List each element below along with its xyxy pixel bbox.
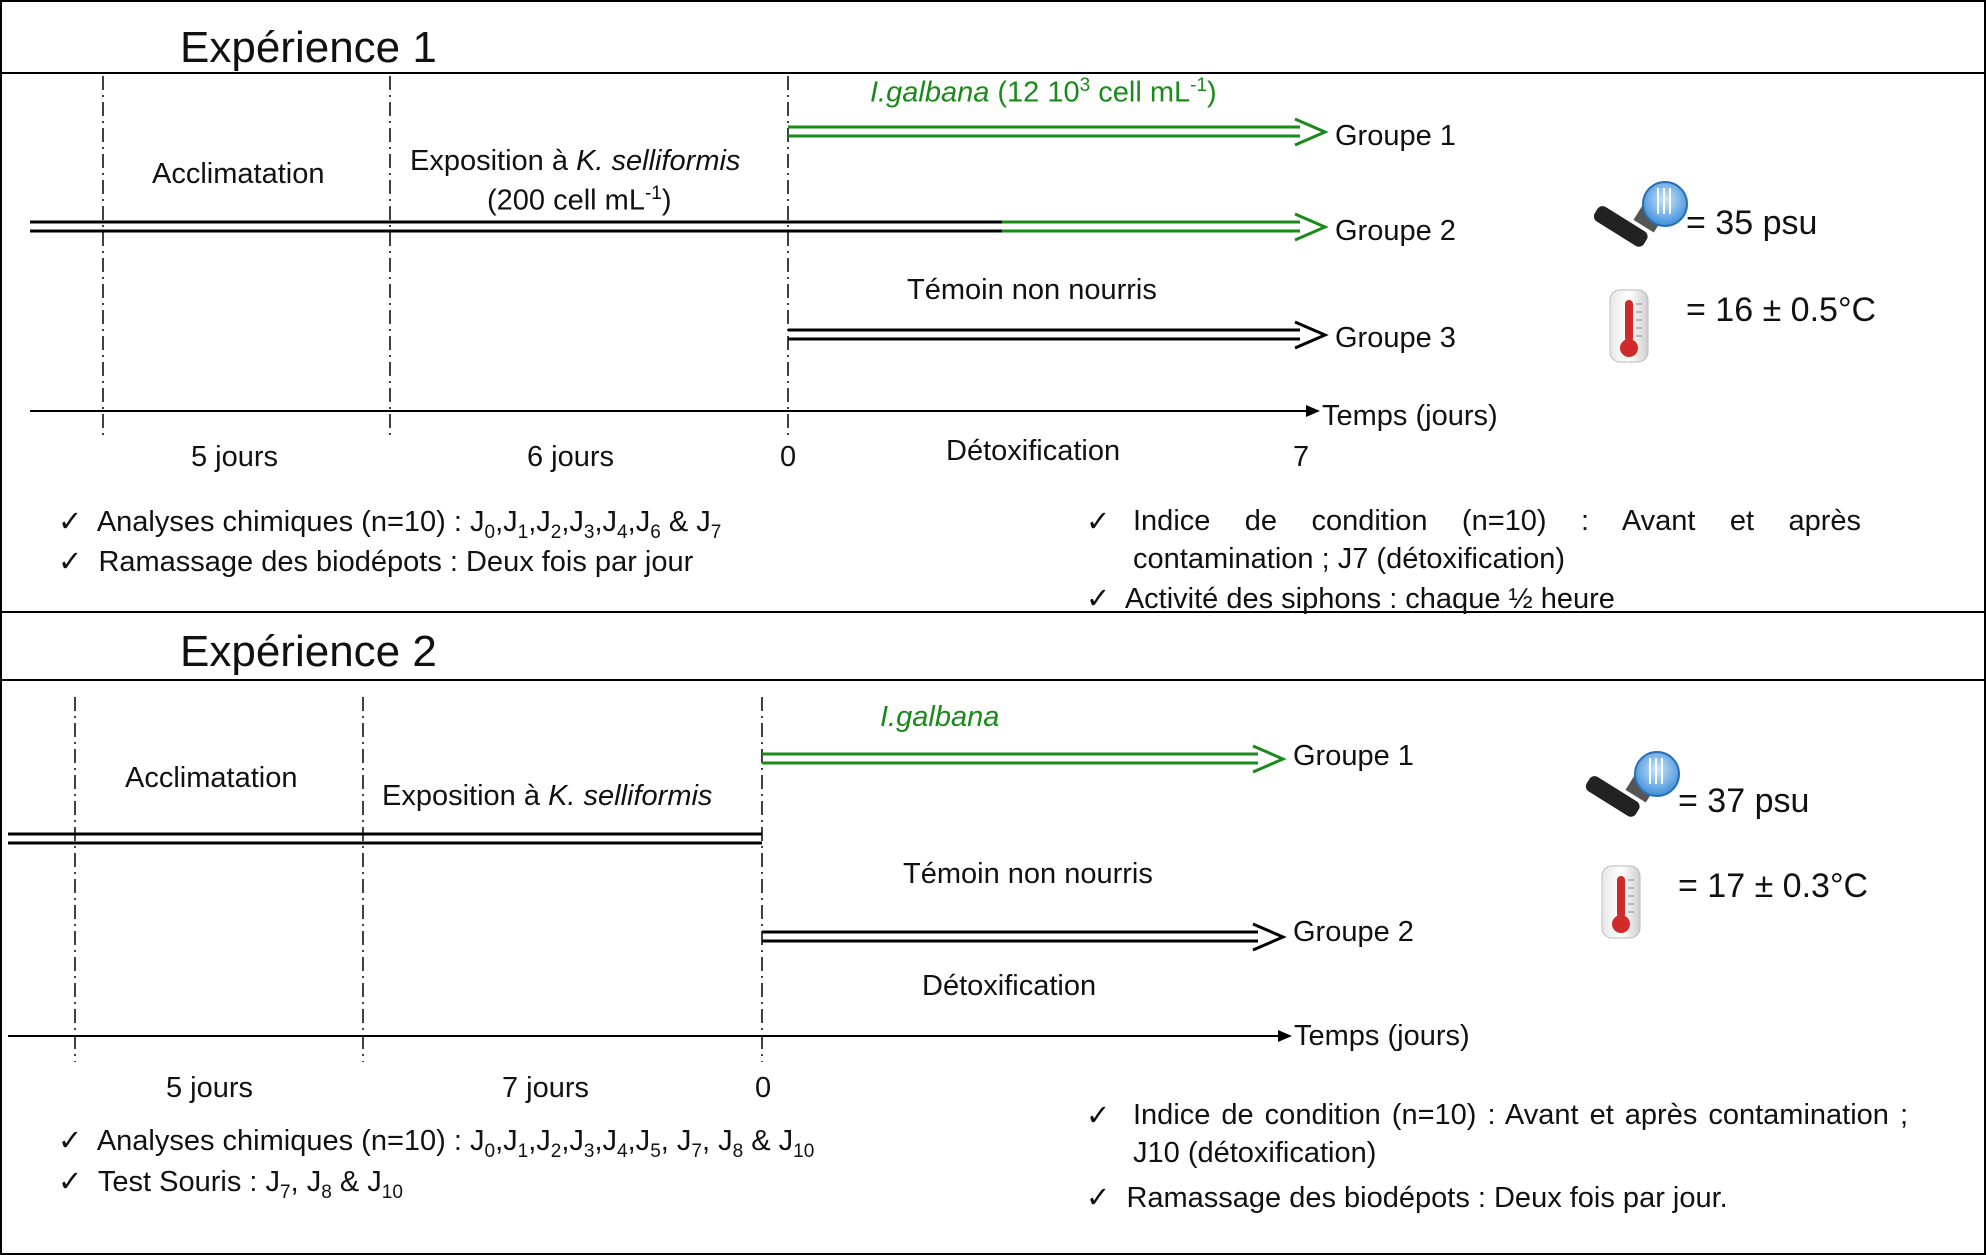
refractometer-icon xyxy=(1585,751,1680,817)
exp1-title: Expérience 1 xyxy=(180,23,437,72)
exp1-group3-arrow xyxy=(788,320,1329,350)
thermometer-icon xyxy=(1601,865,1641,939)
exp2-control-label: Témoin non nourris xyxy=(903,858,1153,890)
exp1-duration-expo: 6 jours xyxy=(527,441,615,473)
exp1-phase-acclimatation: Acclimatation xyxy=(152,158,325,190)
exp2-time-axis xyxy=(8,1030,1292,1042)
exp1-group3-label: Groupe 3 xyxy=(1335,322,1456,354)
exp1-control-label: Témoin non nourris xyxy=(907,274,1157,306)
exp2-time-label: Temps (jours) xyxy=(1294,1020,1470,1052)
exp2-duration-acclim: 5 jours xyxy=(166,1072,254,1104)
exp2-salinity: = 37 psu xyxy=(1678,782,1810,820)
exp2-phase-exposition: Exposition à K. selliformis xyxy=(382,780,713,812)
exp2-temperature: = 17 ± 0.3°C xyxy=(1678,867,1869,905)
exp2-title: Expérience 2 xyxy=(180,627,437,676)
exp2-group2-label: Groupe 2 xyxy=(1293,916,1414,948)
exp1-duration-acclim: 5 jours xyxy=(191,441,279,473)
exp2-exposure-bar xyxy=(8,832,762,845)
exp2-tick-0: 0 xyxy=(755,1072,772,1104)
exp1-tick-0: 0 xyxy=(780,441,797,473)
exp1-temperature: = 16 ± 0.5°C xyxy=(1686,291,1877,329)
exp1-tick-7: 7 xyxy=(1293,441,1310,473)
exp1-group2-arrow xyxy=(30,212,1329,242)
exp2-detox-label: Détoxification xyxy=(922,970,1097,1002)
refractometer-icon xyxy=(1593,181,1688,247)
exp2-bullet-cond: Indice de condition (n=10) : Avant et ap… xyxy=(1133,1099,1908,1169)
exp1-bullet-chem: ✓ Analyses chimiques (n=10) : J0,J1,J2,J… xyxy=(58,506,722,543)
exp1-dose: (200 cell mL-1) xyxy=(487,183,672,217)
exp2-bullet-mouse: ✓ Test Souris : J7, J8 & J10 xyxy=(58,1166,403,1203)
exp1-bullet-biodep: ✓ Ramassage des biodépots : Deux fois pa… xyxy=(58,546,694,578)
exp1-time-label: Temps (jours) xyxy=(1322,400,1498,432)
exp2-group1-label: Groupe 1 xyxy=(1293,740,1414,772)
exp2-phase-dividers xyxy=(74,697,763,1062)
exp1-salinity: = 35 psu xyxy=(1686,204,1818,242)
exp2-group2-arrow xyxy=(762,922,1287,952)
exp2-phase-acclimatation: Acclimatation xyxy=(125,762,298,794)
exp1-group1-label: Groupe 1 xyxy=(1335,120,1456,152)
exp1-bullet-siphon: ✓ Activité des siphons : chaque ½ heure xyxy=(1086,583,1615,615)
exp2-feed-label: I.galbana xyxy=(880,701,1000,733)
exp1-time-axis xyxy=(30,405,1320,417)
exp1-group2-label: Groupe 2 xyxy=(1335,215,1456,247)
exp2-group1-arrow xyxy=(762,744,1287,774)
exp1-feed-label: I.galbana (12 103 cell mL-1) xyxy=(870,75,1217,109)
exp1-bullet-cond: Indice de condition (n=10) : Avant et ap… xyxy=(1133,505,1861,575)
exp1-detox-label: Détoxification xyxy=(946,435,1121,467)
exp2-bullet-biodep: ✓ Ramassage des biodépots : Deux fois pa… xyxy=(1086,1182,1728,1214)
exp2-bullet-chem: ✓ Analyses chimiques (n=10) : J0,J1,J2,J… xyxy=(58,1125,815,1162)
exp2-duration-expo: 7 jours xyxy=(502,1072,590,1104)
exp1-phase-exposition: Exposition à K. selliformis xyxy=(410,145,741,177)
exp1-phase-dividers xyxy=(102,76,789,438)
thermometer-icon xyxy=(1609,289,1649,363)
exp1-group1-arrow xyxy=(788,117,1329,147)
exp1-check-cond: ✓ xyxy=(1086,506,1111,538)
exp2-check-cond: ✓ xyxy=(1086,1100,1111,1132)
